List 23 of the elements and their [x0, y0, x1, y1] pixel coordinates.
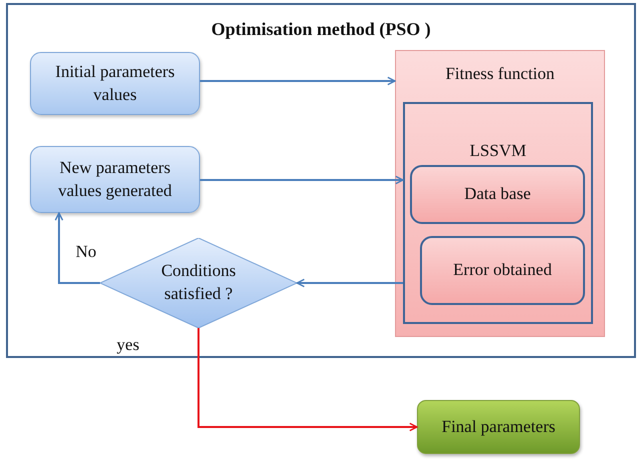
arrow — [54, 212, 100, 284]
arrow — [198, 328, 418, 432]
process-box — [30, 146, 200, 213]
node-label: New parameters values generated — [57, 156, 173, 202]
node-label: Conditions satisfied ? — [160, 260, 237, 305]
process-box — [420, 236, 585, 305]
arrow — [296, 278, 403, 288]
node-label: Data base — [463, 183, 532, 206]
node-label: Final parameters — [440, 416, 556, 438]
model-panel — [403, 102, 593, 324]
result-box — [417, 400, 580, 454]
arrow — [200, 176, 404, 184]
process-box — [410, 165, 585, 224]
node-label: LSSVM — [468, 140, 528, 162]
node-label: Error obtained — [452, 259, 553, 282]
arrow — [200, 76, 396, 86]
decision-diamond — [100, 238, 297, 328]
frame-heading: Optimisation method (PSO ) — [210, 18, 432, 41]
fitness-panel — [395, 50, 605, 337]
node-label: Fitness function — [444, 63, 556, 85]
process-box — [30, 52, 200, 115]
method-frame — [6, 3, 636, 358]
node-label: Initial parameters values — [54, 60, 176, 106]
